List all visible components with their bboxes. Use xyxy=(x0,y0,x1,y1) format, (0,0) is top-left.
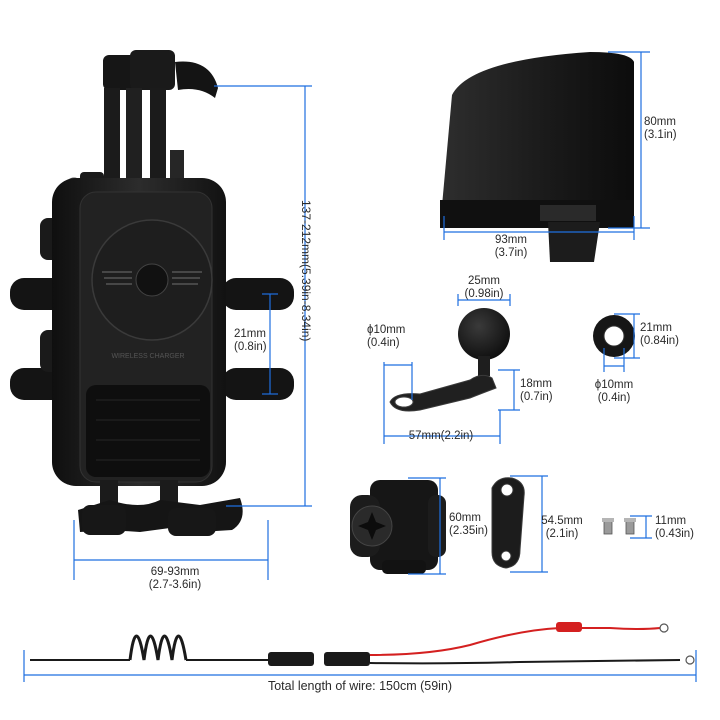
mirror-mount xyxy=(389,308,510,412)
holder-width-in: (2.7-3.6in) xyxy=(148,579,202,591)
arm-dimension-lines xyxy=(510,475,548,573)
holder-width-mm: 69-93mm xyxy=(150,566,200,578)
extension-arm xyxy=(491,477,525,569)
screw-length-mm: 11mm xyxy=(655,515,687,527)
holder-dimension-lines xyxy=(73,85,312,580)
arm-length-mm: 54.5mm xyxy=(541,515,583,527)
holder-arm-label: 21mm (0.8in) xyxy=(234,328,267,354)
cover-height-in: (3.1in) xyxy=(644,129,677,141)
mount-hole-in: (0.4in) xyxy=(367,337,400,349)
screw-length-in: (0.43in) xyxy=(655,528,694,540)
washer-inner-label: ϕ10mm (0.4in) xyxy=(584,379,644,405)
cover-dimension-lines xyxy=(443,51,650,240)
holder-width-label: 69-93mm (2.7-3.6in) xyxy=(120,566,230,592)
mount-length-label: 57mm(2.2in) xyxy=(408,430,474,442)
mount-height-label: 18mm (0.7in) xyxy=(520,378,553,404)
clamp-height-mm: 60mm xyxy=(449,512,481,524)
wire-dimension-lines xyxy=(23,650,697,682)
screw-dimension-lines xyxy=(630,515,652,539)
mount-hole-label: ϕ10mm (0.4in) xyxy=(367,324,405,350)
screws xyxy=(602,518,636,535)
washer-dimension-lines xyxy=(603,313,640,372)
arm-length-label: 54.5mm (2.1in) xyxy=(536,515,588,541)
mount-hole-mm: ϕ10mm xyxy=(367,324,406,336)
holder-arm-mm: 21mm xyxy=(234,328,266,340)
ball-diameter-label: 25mm (0.98in) xyxy=(444,275,524,301)
mount-dimension-lines xyxy=(383,294,520,444)
cover-width-mm: 93mm xyxy=(495,234,527,246)
holder-brand-text: WIRELESS CHARGER xyxy=(111,353,184,360)
clamp-height-label: 60mm (2.35in) xyxy=(449,512,488,538)
holder-height-label: 137-212mm(5.39in-8.34in) xyxy=(299,200,313,342)
washer-outer-in: (0.84in) xyxy=(640,335,679,347)
phone-holder xyxy=(10,50,294,536)
holder-arm-in: (0.8in) xyxy=(234,341,267,353)
cover-height-mm: 80mm xyxy=(644,116,676,128)
cover-width-label: 93mm (3.7in) xyxy=(466,234,556,260)
washer-inner-in: (0.4in) xyxy=(597,392,631,404)
ball-diameter-mm: 25mm xyxy=(468,275,500,287)
power-wire xyxy=(30,622,695,666)
clamp-height-in: (2.35in) xyxy=(449,525,488,537)
cover-width-in: (3.7in) xyxy=(494,247,528,259)
wire-length-label: Total length of wire: 150cm (59in) xyxy=(267,679,453,693)
mount-height-in: (0.7in) xyxy=(520,391,553,403)
clamp-dimension-lines xyxy=(408,477,446,575)
mount-height-mm: 18mm xyxy=(520,378,552,390)
washer-outer-mm: 21mm xyxy=(640,322,672,334)
rubber-washer xyxy=(593,315,635,357)
ball-diameter-in: (0.98in) xyxy=(464,288,504,300)
rain-cover xyxy=(440,52,634,262)
screw-length-label: 11mm (0.43in) xyxy=(655,515,694,541)
washer-inner-mm: ϕ10mm xyxy=(594,379,634,391)
arm-length-in: (2.1in) xyxy=(545,528,579,540)
washer-outer-label: 21mm (0.84in) xyxy=(640,322,679,348)
cover-height-label: 80mm (3.1in) xyxy=(644,116,677,142)
handlebar-clamp xyxy=(350,480,446,574)
